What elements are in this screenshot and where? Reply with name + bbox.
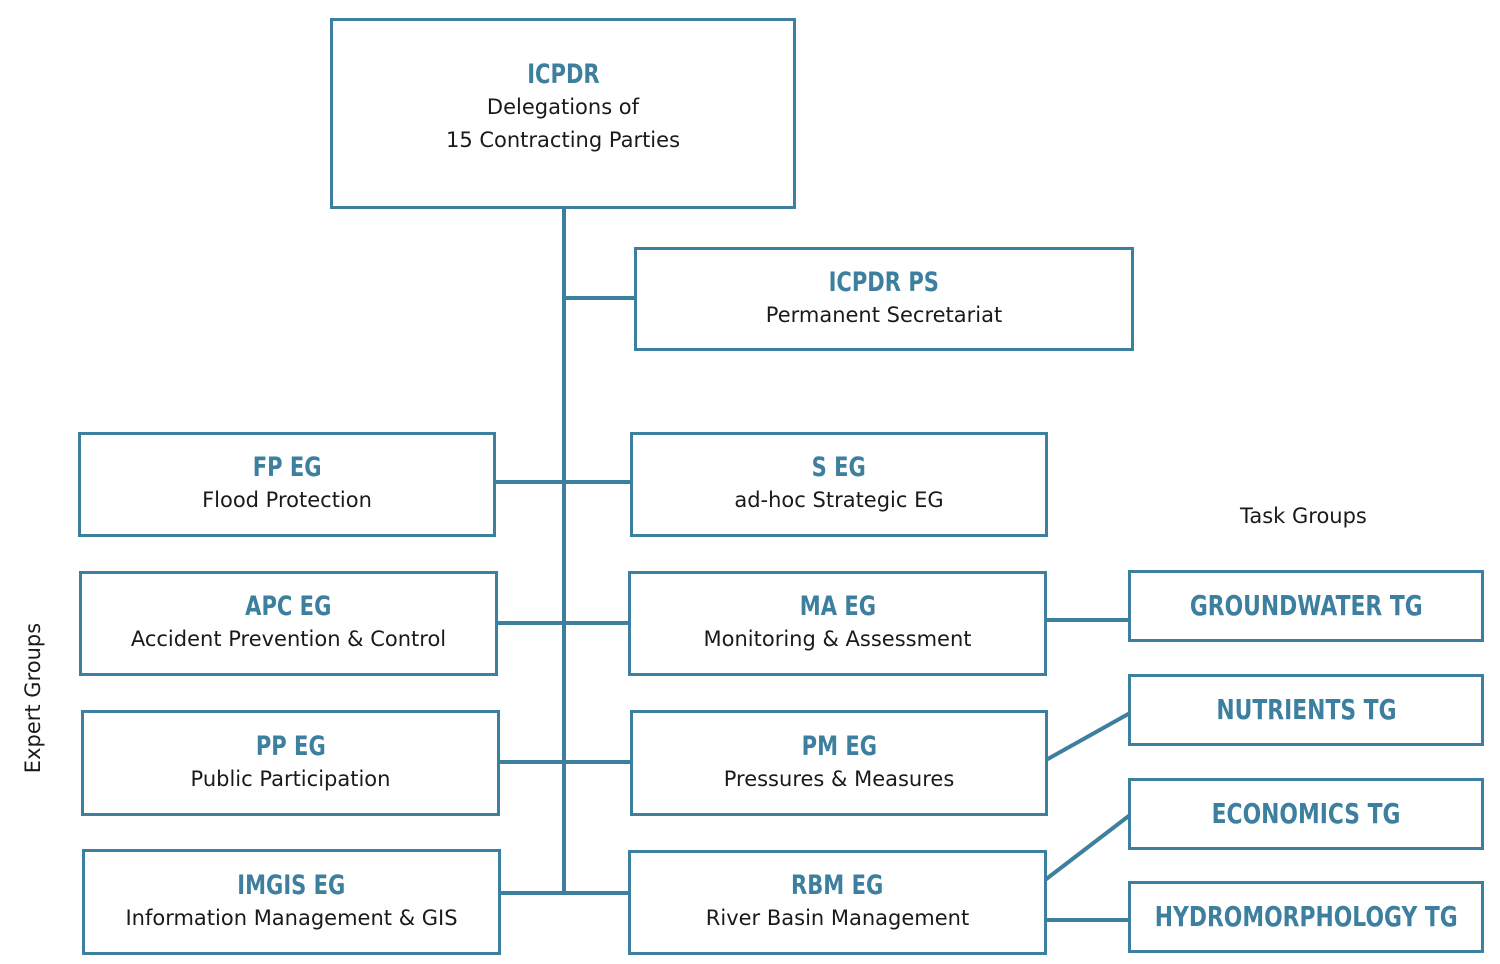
- task-group-title: NUTRIENTS TG: [1215, 693, 1397, 727]
- expert-group-pm: PM EG Pressures & Measures: [630, 710, 1048, 816]
- task-group-groundwater: GROUNDWATER TG: [1128, 570, 1484, 642]
- expert-group-title: MA EG: [799, 591, 876, 623]
- icpdr-title: ICPDR: [526, 58, 600, 90]
- expert-group-pp: PP EG Public Participation: [81, 710, 500, 816]
- task-groups-label: Task Groups: [1240, 504, 1367, 528]
- expert-group-title: APC EG: [245, 591, 332, 623]
- icpdr-line1: Delegations of: [486, 95, 640, 120]
- expert-group-title: RBM EG: [791, 870, 884, 902]
- expert-group-subtitle: Pressures & Measures: [723, 766, 955, 791]
- expert-group-subtitle: River Basin Management: [705, 906, 970, 931]
- secretariat-title: ICPDR PS: [828, 266, 940, 298]
- connector-pm-nutrients: [1045, 711, 1131, 762]
- expert-group-apc: APC EG Accident Prevention & Control: [79, 571, 498, 676]
- expert-group-title: FP EG: [252, 452, 322, 484]
- task-group-title: HYDROMORPHOLOGY TG: [1154, 900, 1458, 934]
- connector-rbm-economics: [1043, 813, 1132, 882]
- expert-group-subtitle: Public Participation: [190, 766, 391, 791]
- expert-group-rbm: RBM EG River Basin Management: [628, 850, 1047, 955]
- secretariat-subtitle: Permanent Secretariat: [765, 302, 1003, 327]
- expert-group-subtitle: Monitoring & Assessment: [703, 627, 972, 652]
- expert-group-fp: FP EG Flood Protection: [78, 432, 496, 537]
- expert-group-title: PM EG: [801, 730, 877, 762]
- task-group-title: GROUNDWATER TG: [1189, 589, 1423, 623]
- icpdr-line2: 15 Contracting Parties: [445, 127, 681, 152]
- secretariat-box: ICPDR PS Permanent Secretariat: [634, 247, 1134, 351]
- expert-group-ma: MA EG Monitoring & Assessment: [628, 571, 1047, 676]
- expert-group-subtitle: Accident Prevention & Control: [130, 627, 447, 652]
- expert-group-subtitle: Information Management & GIS: [125, 905, 458, 930]
- task-group-hydromorphology: HYDROMORPHOLOGY TG: [1128, 881, 1484, 953]
- expert-group-title: S EG: [811, 452, 867, 484]
- expert-group-s: S EG ad-hoc Strategic EG: [630, 432, 1048, 537]
- expert-group-subtitle: ad-hoc Strategic EG: [734, 488, 944, 513]
- task-group-nutrients: NUTRIENTS TG: [1128, 674, 1484, 746]
- icpdr-box: ICPDR Delegations of 15 Contracting Part…: [330, 18, 796, 209]
- expert-group-title: IMGIS EG: [237, 869, 346, 901]
- task-group-title: ECONOMICS TG: [1211, 797, 1401, 831]
- expert-group-title: PP EG: [255, 730, 326, 762]
- task-group-economics: ECONOMICS TG: [1128, 778, 1484, 850]
- expert-group-imgis: IMGIS EG Information Management & GIS: [82, 849, 501, 955]
- expert-groups-label: Expert Groups: [21, 622, 45, 774]
- expert-group-subtitle: Flood Protection: [202, 488, 372, 513]
